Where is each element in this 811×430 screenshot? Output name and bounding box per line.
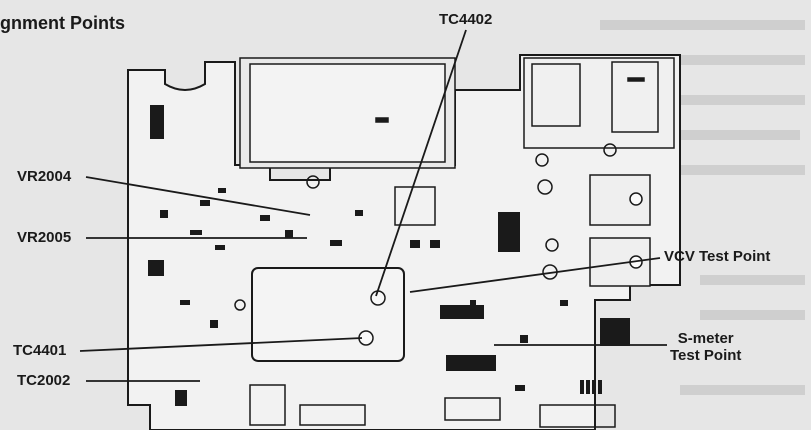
components [148,105,630,428]
label-tc4402: TC4402 [439,11,493,28]
page-heading: gnment Points [0,13,125,33]
s-meter-line1: S-meter [677,330,734,347]
label-vr2005: VR2005 [17,229,72,246]
top-module [239,57,456,169]
label-vcv-test-point: VCV Test Point [664,248,771,265]
s-meter-line2: Test Point [670,346,742,364]
leader-tc4402 [375,29,467,297]
background-text [600,20,805,395]
label-tc2002: TC2002 [17,372,71,389]
shield-can [251,267,405,362]
label-tc4401: TC4401 [13,342,67,359]
right-module [523,57,675,149]
leader-lines [79,29,667,382]
leader-vr2004 [85,176,311,216]
power-transistors [589,174,651,287]
leader-vcv [409,257,661,293]
leader-tc4401 [79,337,363,352]
label-s-meter-test-point: S-meter Test Point [670,330,742,364]
label-vr2004: VR2004 [17,168,72,185]
